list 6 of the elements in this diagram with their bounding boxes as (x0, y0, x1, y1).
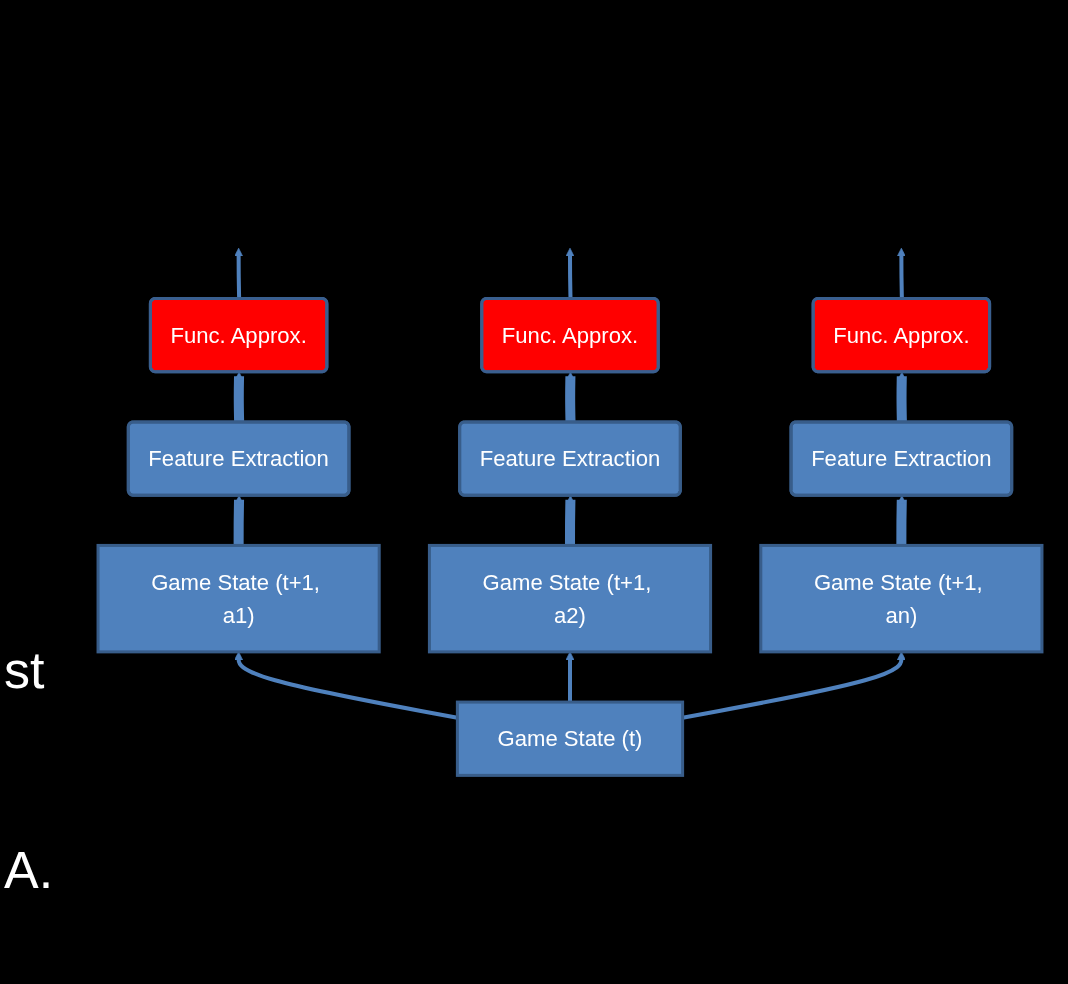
node-box: Game State (t+1, a1) (96, 544, 381, 654)
node-box: Game State (t+1, a2) (427, 544, 713, 654)
slide-text: A. (4, 840, 54, 900)
node-box: Game State (t+1, an) (759, 544, 1044, 654)
node-box: Game State (t) (455, 700, 685, 778)
slide-text: st (4, 640, 46, 700)
